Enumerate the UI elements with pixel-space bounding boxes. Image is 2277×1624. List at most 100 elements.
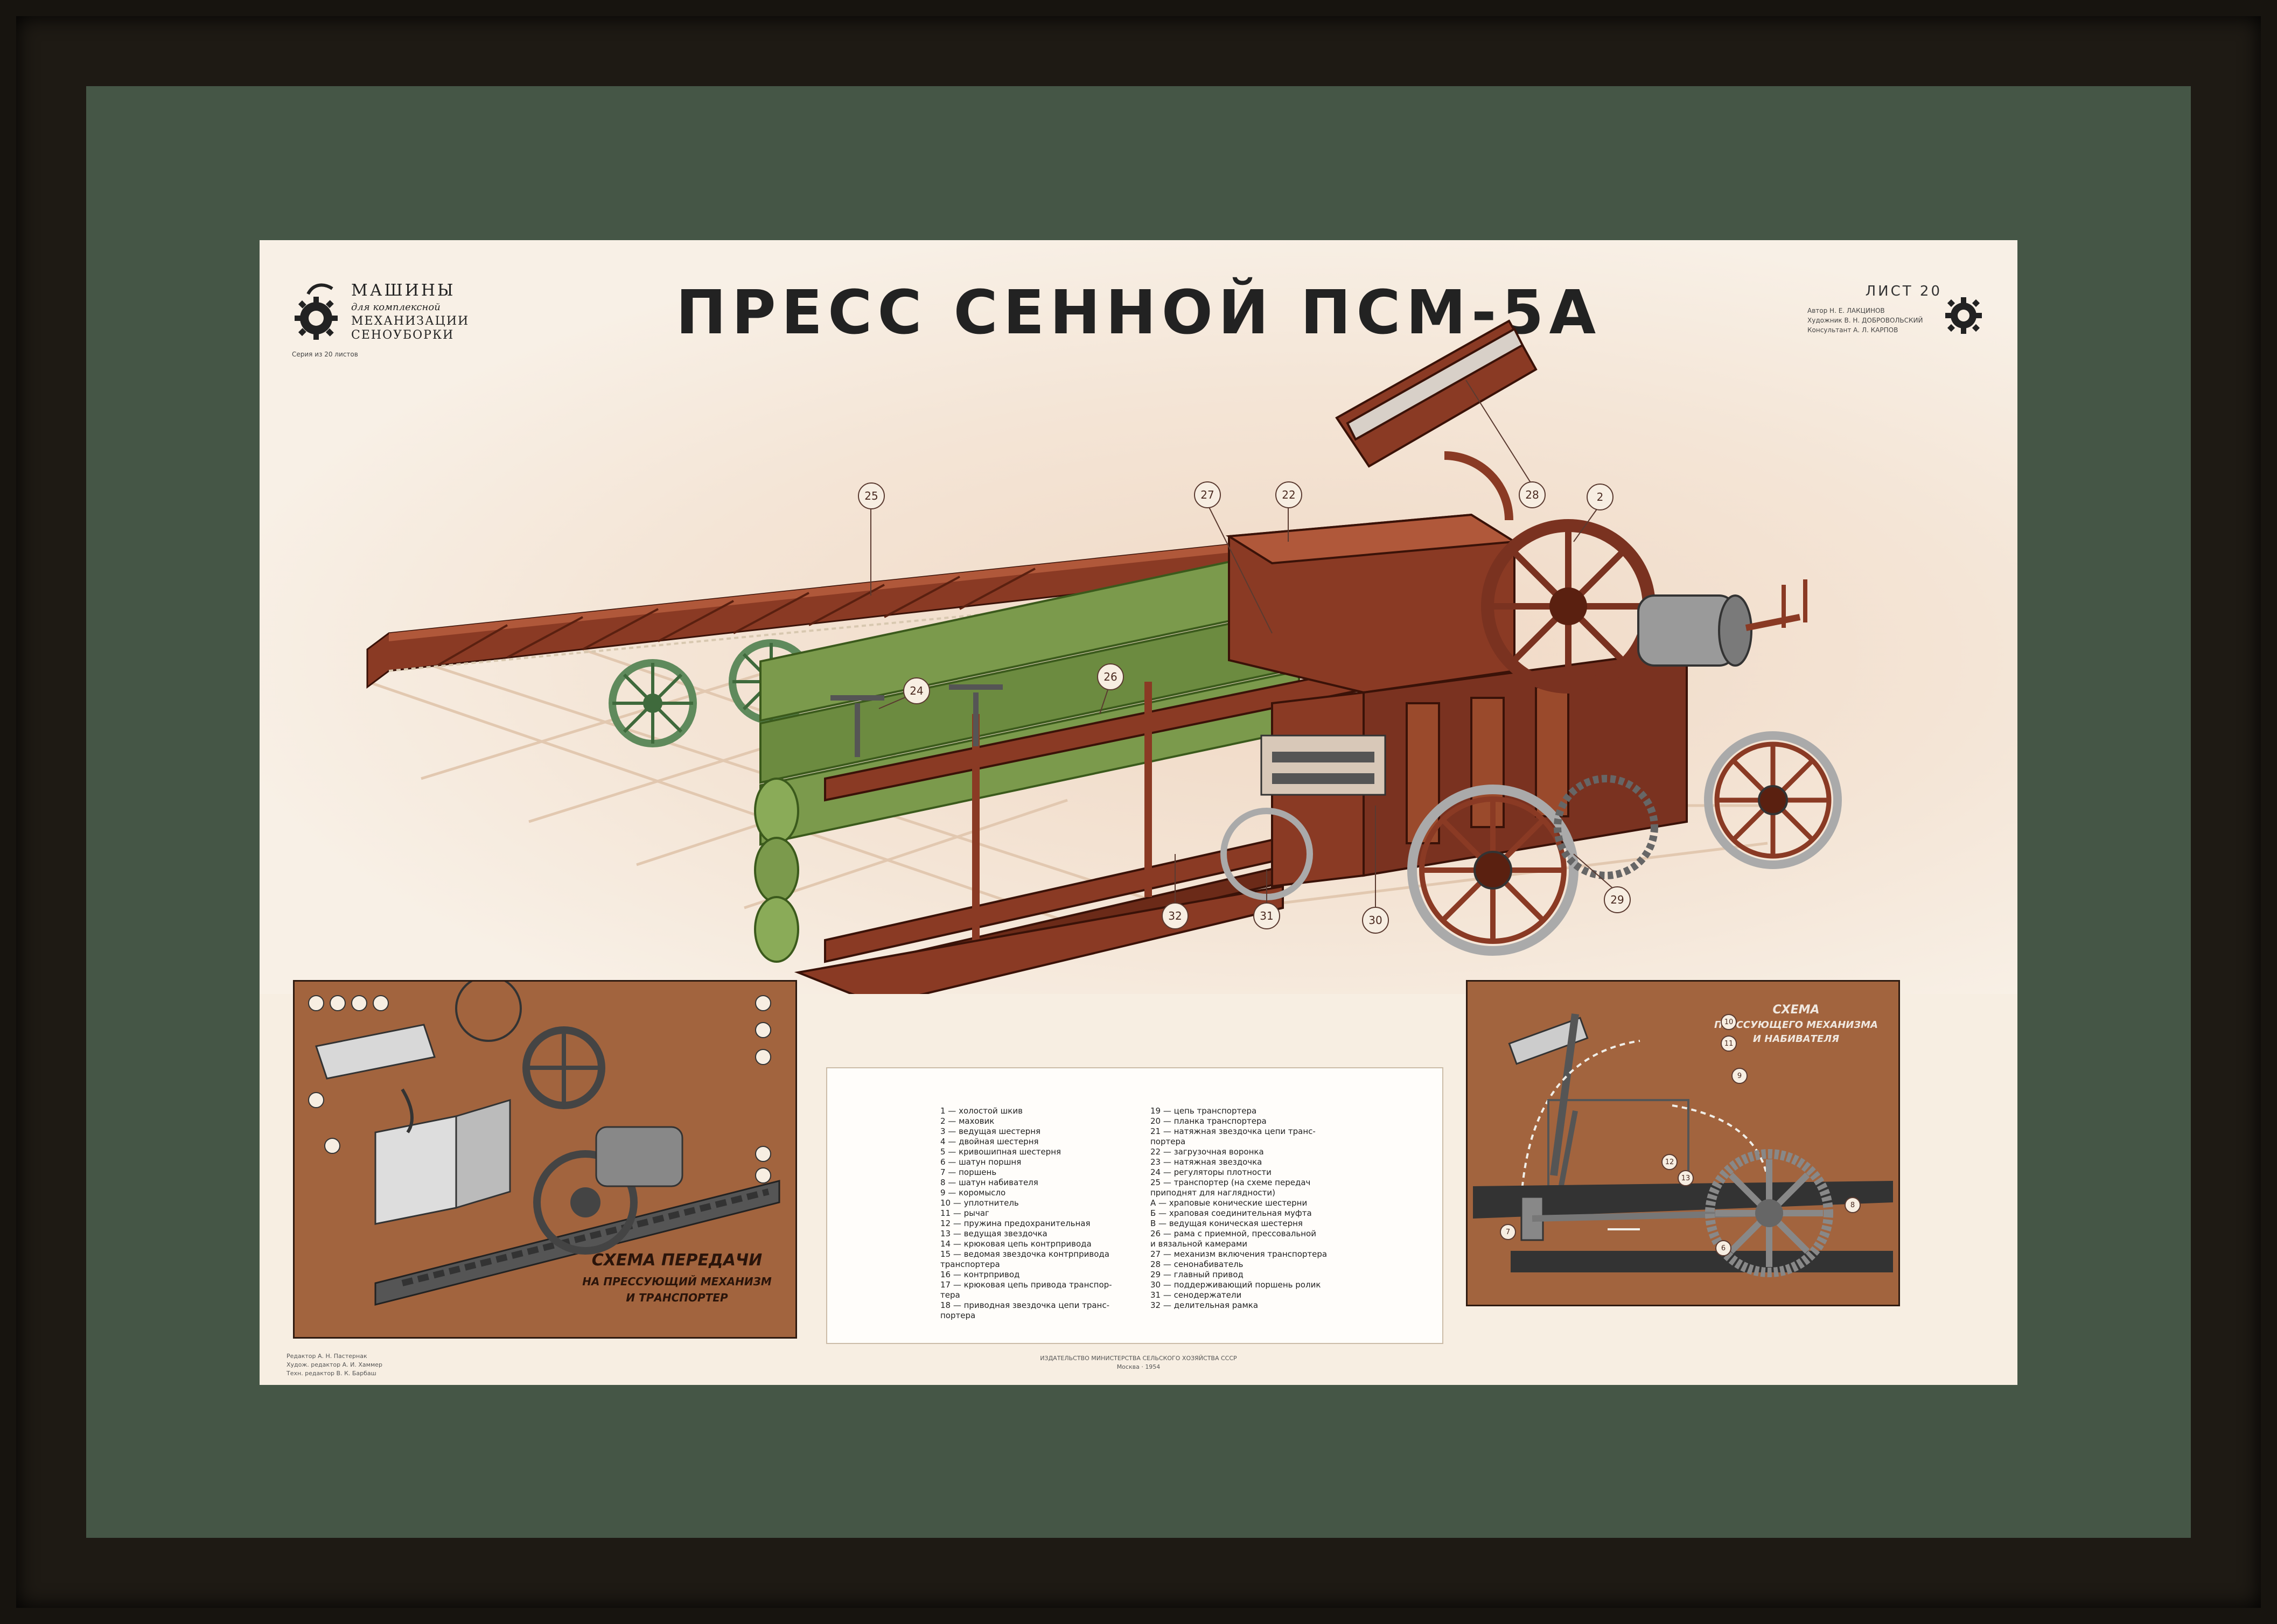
legend-item: 30 — поддерживающий поршень ролик <box>1150 1280 1321 1290</box>
scheme-label-7: 7 <box>1500 1224 1516 1240</box>
callout-leaders <box>870 380 1617 908</box>
pressing-mechanism-drawing <box>1473 1013 1893 1277</box>
legend-item: транспортера <box>940 1259 1000 1269</box>
scheme-label-11: 11 <box>1721 1035 1737 1052</box>
legend-item: Б — храповая соединительная муфта <box>1150 1208 1312 1218</box>
legend-item: 32 — делительная рамка <box>1150 1300 1259 1310</box>
series-line-4: СЕНОУБОРКИ <box>351 328 455 342</box>
legend-item: 22 — загрузочная воронка <box>1150 1147 1264 1157</box>
poster-title: ПРЕСС СЕННОЙ ПСМ-5А <box>675 278 1602 348</box>
drive-pulley <box>1637 579 1807 667</box>
legend-item: приподнят для наглядности) <box>1150 1188 1275 1198</box>
footer-publisher: ИЗДАТЕЛЬСТВО МИНИСТЕРСТВА СЕЛЬСКОГО ХОЗЯ… <box>1040 1355 1237 1362</box>
series-logo: МАШИНЫ для комплексной МЕХАНИЗАЦИИ СЕНОУ… <box>292 278 468 348</box>
legend-item: и вязальной камерами <box>1150 1239 1248 1249</box>
pressing-mechanism-panel: СХЕМА ПРЕССУЮЩЕГО МЕХАНИЗМА И НАБИВАТЕЛЯ… <box>1466 980 1900 1306</box>
legend-item: портера <box>940 1311 976 1320</box>
legend-item: 19 — цепь транспортера <box>1150 1106 1257 1116</box>
legend-item: В — ведущая коническая шестерня <box>1150 1219 1303 1228</box>
callout-2: 2 <box>1587 484 1614 510</box>
series-line-3: МЕХАНИЗАЦИИ <box>351 314 470 328</box>
scheme-label-9: 9 <box>1731 1068 1748 1084</box>
callout-31: 31 <box>1253 902 1280 929</box>
legend-item: 10 — уплотнитель <box>940 1198 1019 1208</box>
density-regulators-24 <box>830 684 1003 757</box>
legend-item: 15 — ведомая звездочка контрпривода <box>940 1249 1109 1259</box>
legend-item: 29 — главный привод <box>1150 1270 1244 1279</box>
scheme-label-8: 8 <box>1845 1197 1861 1213</box>
callout-28: 28 <box>1519 481 1546 508</box>
legend-item: 24 — регуляторы плотности <box>1150 1167 1272 1177</box>
legend-item: 17 — крюковая цепь привода транспор- <box>940 1280 1112 1290</box>
poster: МАШИНЫ для комплексной МЕХАНИЗАЦИИ СЕНОУ… <box>260 240 2017 1385</box>
legend-item: 26 — рама с приемной, прессовальной <box>1150 1229 1316 1238</box>
callout-29: 29 <box>1604 886 1631 913</box>
scheme-label-12: 12 <box>1661 1154 1678 1170</box>
pressing-scheme-title-2: ПРЕССУЮЩЕГО МЕХАНИЗМА <box>1714 1019 1878 1031</box>
legend-item: 23 — натяжная звездочка <box>1150 1157 1262 1167</box>
legend-item: 21 — натяжная звездочка цепи транс- <box>1150 1126 1316 1136</box>
series-line-1: МАШИНЫ <box>351 281 456 300</box>
legend-item: 2 — маховик <box>940 1116 995 1126</box>
callout-27: 27 <box>1194 481 1221 508</box>
transmission-scheme-title-3: И ТРАНСПОРТЕР <box>626 1291 728 1304</box>
legend-item: 1 — холостой шкив <box>940 1106 1023 1116</box>
pressing-scheme-title-1: СХЕМА <box>1772 1003 1820 1017</box>
plunger-assembly <box>1260 734 1386 796</box>
callout-24: 24 <box>903 677 930 704</box>
footer-editor-1: Редактор А. Н. Пастернак <box>287 1353 367 1360</box>
scheme-label-10: 10 <box>1721 1014 1737 1030</box>
transmission-scheme-drawing <box>308 982 780 1306</box>
callout-30: 30 <box>1362 907 1389 934</box>
legend-item: 28 — сенонабиватель <box>1150 1259 1244 1269</box>
series-line-2: для комплексной <box>351 302 441 313</box>
callout-25: 25 <box>858 482 885 509</box>
scheme-label-13: 13 <box>1678 1170 1694 1186</box>
credit-author: Автор Н. Е. ЛАКЦИНОВ <box>1807 307 1885 314</box>
legend-item: 20 — планка транспортера <box>1150 1116 1267 1126</box>
flywheel-2 <box>1481 519 1656 694</box>
hay-press-illustration <box>366 319 1842 994</box>
transmission-scheme-panel: СХЕМА ПЕРЕДАЧИ НА ПРЕССУЮЩИЙ МЕХАНИЗМ И … <box>293 980 797 1339</box>
pressing-scheme-title-3: И НАБИВАТЕЛЯ <box>1752 1033 1840 1045</box>
footer-city-year: Москва · 1954 <box>1116 1363 1161 1370</box>
legend-item: 5 — кривошипная шестерня <box>940 1147 1061 1157</box>
footer-editor-2: Худож. редактор А. И. Хаммер <box>287 1361 383 1368</box>
legend-item: 9 — коромысло <box>940 1188 1006 1198</box>
legend-item: 13 — ведущая звездочка <box>940 1229 1047 1238</box>
gear-icon <box>295 283 338 340</box>
legend-item: 7 — поршень <box>940 1167 997 1177</box>
callout-26: 26 <box>1097 663 1124 690</box>
legend-item: тера <box>940 1290 960 1300</box>
legend-item: портера <box>1150 1137 1186 1146</box>
legend-item: 16 — контрпривод <box>940 1270 1020 1279</box>
sheet-number: ЛИСТ 20 <box>1865 283 1942 299</box>
legend-item: 8 — шатун набивателя <box>940 1178 1038 1187</box>
legend-item: 11 — рычаг <box>940 1208 989 1218</box>
legend-item: 27 — механизм включения транспортера <box>1150 1249 1328 1259</box>
legend-item: 4 — двойная шестерня <box>940 1137 1039 1146</box>
sheet-info: ЛИСТ 20 Автор Н. Е. ЛАКЦИНОВ Художник В.… <box>1807 283 1985 364</box>
transmission-scheme-title-2: НА ПРЕССУЮЩИЙ МЕХАНИЗМ <box>582 1275 772 1288</box>
gear-icon <box>1945 297 1982 334</box>
legend-item: 12 — пружина предохранительная <box>940 1219 1091 1228</box>
press-body <box>1225 513 1688 888</box>
legend-item: 6 — шатун поршня <box>940 1157 1022 1167</box>
legend-item: 18 — приводная звездочка цепи транс- <box>940 1300 1110 1310</box>
callout-32: 32 <box>1162 902 1189 929</box>
credit-artist: Художник В. Н. ДОБРОВОЛЬСКИЙ <box>1807 317 1923 324</box>
legend-item: 3 — ведущая шестерня <box>940 1126 1041 1136</box>
conveyor-25 <box>366 541 1257 747</box>
footer-editor-3: Техн. редактор В. К. Барбаш <box>287 1370 376 1377</box>
legend-item: А — храповые конические шестерни <box>1150 1198 1308 1208</box>
callout-22: 22 <box>1275 481 1302 508</box>
legend-item: 25 — транспортер (на схеме передач <box>1150 1178 1311 1187</box>
transmission-scheme-title-1: СХЕМА ПЕРЕДАЧИ <box>591 1251 763 1270</box>
credit-consultant: Консультант А. Л. КАРПОВ <box>1807 326 1898 334</box>
series-note: Серия из 20 листов <box>292 351 358 358</box>
legend-item: 31 — сенодержатели <box>1150 1290 1242 1300</box>
scheme-label-6: 6 <box>1715 1240 1731 1256</box>
hay-feeder-28 <box>1335 319 1538 521</box>
legend-item: 14 — крюковая цепь контрпривода <box>940 1239 1092 1249</box>
